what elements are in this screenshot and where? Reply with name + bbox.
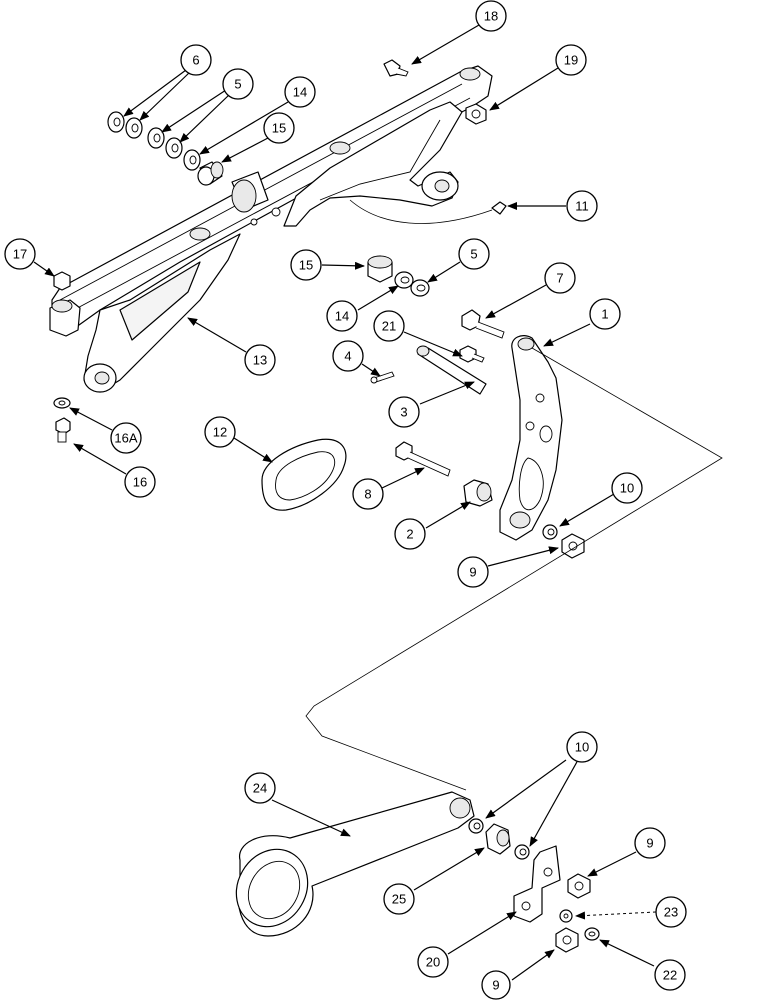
callout-20: 20 <box>417 946 449 978</box>
callout-9-right: 9 <box>634 827 666 859</box>
nut-part-17 <box>53 271 71 291</box>
svg-text:4: 4 <box>344 349 351 364</box>
svg-text:3: 3 <box>400 405 407 420</box>
callout-8: 8 <box>352 478 384 510</box>
callout-23: 23 <box>655 896 687 928</box>
callout-5-middle: 5 <box>458 238 490 270</box>
callout-19: 19 <box>555 44 587 76</box>
callout-15-top: 15 <box>263 112 295 144</box>
callout-25: 25 <box>383 883 415 915</box>
bolt-part-21 <box>459 345 485 363</box>
svg-text:2: 2 <box>406 527 413 542</box>
nut-part-19 <box>465 103 487 125</box>
callout-5-top: 5 <box>222 68 254 100</box>
callout-9-upper: 9 <box>457 556 489 588</box>
svg-text:1: 1 <box>601 307 608 322</box>
svg-text:19: 19 <box>564 53 578 68</box>
callout-21: 21 <box>373 310 405 342</box>
bolt-part-16 <box>55 417 71 443</box>
washer-stack-top <box>107 111 224 186</box>
svg-text:7: 7 <box>556 271 563 286</box>
svg-text:12: 12 <box>213 425 227 440</box>
svg-text:20: 20 <box>426 955 440 970</box>
svg-text:22: 22 <box>663 968 677 983</box>
callout-3: 3 <box>388 396 420 428</box>
linkage-path-line <box>305 347 723 791</box>
svg-text:24: 24 <box>253 781 267 796</box>
svg-text:21: 21 <box>382 319 396 334</box>
callout-16a: 16A <box>110 422 142 454</box>
svg-text:14: 14 <box>335 309 349 324</box>
pin-part-4 <box>370 371 395 384</box>
svg-text:8: 8 <box>364 487 371 502</box>
callout-2: 2 <box>394 518 426 550</box>
rod-part-24 <box>235 791 475 937</box>
bushing-stack-middle <box>367 255 430 297</box>
bolt-part-7 <box>461 309 505 339</box>
nut-part-9-upper <box>561 533 585 559</box>
washer-part-16a <box>53 397 71 409</box>
callout-22: 22 <box>654 959 686 991</box>
gasket-part-12 <box>261 438 347 511</box>
callout-1: 1 <box>589 298 621 330</box>
callout-12: 12 <box>204 416 236 448</box>
svg-text:15: 15 <box>299 258 313 273</box>
svg-text:9: 9 <box>469 565 476 580</box>
callout-10-lower: 10 <box>566 731 598 763</box>
svg-text:13: 13 <box>253 353 267 368</box>
callout-9-bottom: 9 <box>481 970 511 1000</box>
callout-17: 17 <box>4 238 36 270</box>
leader-lines <box>33 24 657 981</box>
svg-text:10: 10 <box>575 740 589 755</box>
washer-part-10-lower-a <box>468 818 484 834</box>
callout-10-upper: 10 <box>611 472 643 504</box>
callout-6: 6 <box>180 44 212 76</box>
nut-part-22 <box>584 927 600 941</box>
svg-text:11: 11 <box>575 199 589 214</box>
callout-15-middle: 15 <box>290 249 322 281</box>
svg-text:17: 17 <box>13 247 27 262</box>
callout-7: 7 <box>544 262 576 294</box>
svg-text:16A: 16A <box>114 431 137 446</box>
callout-24: 24 <box>244 772 276 804</box>
washer-part-23 <box>559 909 573 923</box>
washer-part-10-lower-b <box>514 844 530 860</box>
callout-14-top: 14 <box>284 76 316 108</box>
svg-text:25: 25 <box>392 892 406 907</box>
svg-text:10: 10 <box>620 481 634 496</box>
svg-text:18: 18 <box>484 9 498 24</box>
nut-part-9-right <box>567 873 591 899</box>
svg-text:15: 15 <box>272 121 286 136</box>
callout-18: 18 <box>475 0 507 32</box>
bolt-part-8 <box>395 441 451 477</box>
callout-11: 11 <box>566 190 598 222</box>
nut-part-9-bottom <box>555 927 579 953</box>
bracket-part-20 <box>513 845 561 923</box>
svg-text:23: 23 <box>664 905 678 920</box>
callout-14-middle: 14 <box>326 300 358 332</box>
svg-text:14: 14 <box>293 85 307 100</box>
svg-text:9: 9 <box>492 978 499 993</box>
svg-text:5: 5 <box>234 77 241 92</box>
callout-4: 4 <box>332 340 364 372</box>
washer-part-10-upper <box>542 524 558 540</box>
svg-text:6: 6 <box>192 53 199 68</box>
spacer-part-25 <box>485 823 511 855</box>
callout-13: 13 <box>244 344 276 376</box>
frame-part-13 <box>49 65 493 393</box>
bushing-part-2 <box>463 479 493 507</box>
svg-text:16: 16 <box>133 475 147 490</box>
lever-part-1 <box>499 335 563 541</box>
bolt-part-18 <box>383 59 409 77</box>
grease-fitting-part-11 <box>349 199 507 224</box>
svg-text:5: 5 <box>470 247 477 262</box>
callout-16: 16 <box>124 466 156 498</box>
svg-text:9: 9 <box>646 836 653 851</box>
